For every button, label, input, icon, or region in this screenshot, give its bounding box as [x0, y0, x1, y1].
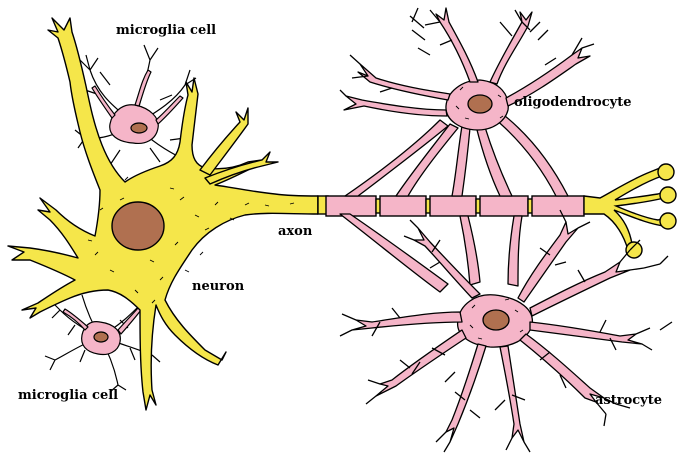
oligodendrocyte-cell: [340, 8, 594, 196]
neuron-body: [8, 18, 318, 410]
myelin-segment: [429, 195, 477, 217]
label-microglia-bottom: microglia cell: [18, 388, 119, 403]
label-neuron: neuron: [192, 279, 245, 294]
label-oligodendrocyte: oligodendrocyte: [514, 95, 632, 110]
myelin-segment: [325, 195, 377, 217]
myelin-segment: [479, 195, 529, 217]
label-axon: axon: [278, 224, 313, 239]
label-microglia-top: microglia cell: [116, 23, 217, 38]
axon-myelin: [317, 195, 585, 217]
neuron-nucleus: [111, 201, 165, 251]
myelin-segment: [379, 195, 427, 217]
myelin-segment: [531, 195, 585, 217]
neuron-cell: [8, 18, 318, 410]
microglia-cell-bottom: [45, 295, 160, 392]
label-astrocyte: astrocyte: [595, 393, 663, 408]
astrocyte-cell: [340, 210, 672, 452]
axon-terminal: [584, 163, 677, 259]
